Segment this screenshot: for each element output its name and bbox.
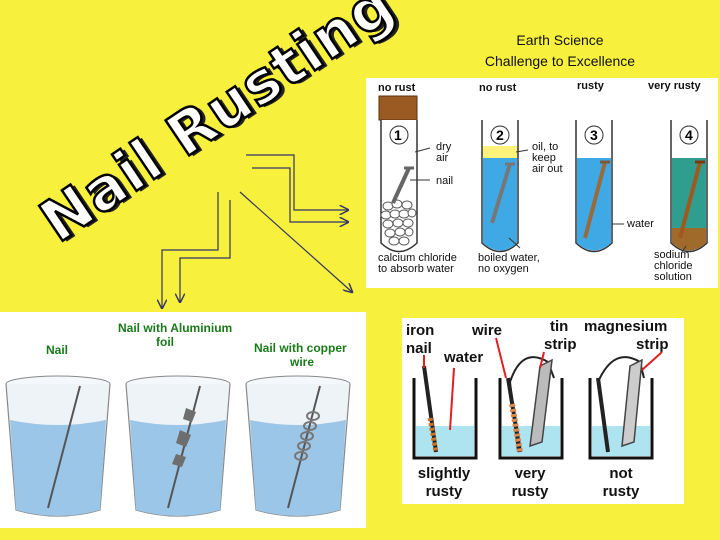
arrow-to-tubes-1	[246, 154, 348, 210]
cup-label-copper-1: Nail with copper	[254, 341, 347, 355]
tube-1-header: no rust	[378, 82, 416, 94]
label-sodium-2: chloride	[654, 260, 693, 272]
nail-3	[583, 161, 607, 239]
label-calcium-1: calcium chloride	[378, 252, 457, 264]
cup-label-nail: Nail	[46, 343, 68, 357]
rust-spots-1	[427, 417, 439, 453]
cup-3-nail	[287, 385, 321, 509]
cup-1-nail	[47, 385, 81, 509]
label-oil-3: air out	[532, 163, 563, 175]
tube-4-header: very rusty	[648, 80, 701, 92]
tube-3: 3	[575, 120, 613, 253]
tube-1-number: 1	[394, 127, 402, 143]
result-3-line-2: rusty	[603, 483, 640, 500]
arrow-to-tubes-2	[252, 167, 348, 222]
cup-2	[125, 375, 231, 517]
tube-4-number: 4	[685, 127, 693, 143]
oil-layer	[483, 146, 517, 158]
test-tubes-diagram: no rust no rust rusty very rusty 1	[378, 80, 708, 283]
label-water-beaker: water	[443, 349, 483, 366]
nail-beaker-3	[596, 377, 610, 453]
test-tubes-panel: no rust no rust rusty very rusty 1	[366, 78, 718, 288]
result-2-line-2: rusty	[512, 483, 549, 500]
cup-label-copper-2: wire	[289, 355, 314, 369]
magnesium-strip	[621, 358, 643, 448]
nail-2	[490, 163, 512, 224]
label-iron: iron	[406, 322, 434, 339]
tube-4: 4	[670, 120, 708, 253]
tube-2: 2	[481, 120, 519, 253]
label-boiled-2: no oxygen	[478, 263, 529, 275]
label-oil-1: oil, to	[532, 141, 558, 153]
tube-2-number: 2	[496, 127, 504, 143]
result-2-line-1: very	[515, 465, 547, 482]
rust-spots-2	[509, 403, 523, 453]
calcium-chloride-pellets	[380, 199, 417, 246]
arrow-to-cups-2	[180, 200, 231, 302]
nail-1	[391, 167, 411, 204]
label-tin: tin	[550, 318, 568, 335]
label-sodium-3: solution	[654, 271, 692, 283]
label-tin-strip: strip	[544, 336, 577, 353]
tube-3-header: rusty	[577, 80, 605, 92]
label-water: water	[626, 218, 654, 230]
label-sodium-1: sodium	[654, 249, 689, 261]
label-dry: dry	[436, 141, 452, 153]
tube-1-circle	[389, 125, 409, 145]
cups-diagram: Nail Nail with Aluminium foil Nail with …	[5, 321, 351, 517]
label-boiled-1: boiled water,	[478, 252, 540, 264]
boiled-water	[483, 158, 517, 251]
label-wire: wire	[471, 322, 502, 339]
tube-3-number: 3	[590, 127, 598, 143]
arrow-to-beakers	[239, 191, 352, 292]
beakers-diagram: iron nail wire water tin strip magnesium…	[406, 318, 669, 500]
arrow-to-cups-1	[162, 192, 219, 308]
cup-label-aluminium-1: Nail with Aluminium	[118, 321, 232, 335]
tin-strip	[529, 358, 553, 448]
label-calcium-2: to absorb water	[378, 263, 454, 275]
result-1-line-2: rusty	[426, 483, 463, 500]
beaker-3	[588, 351, 663, 460]
label-nail-beaker: nail	[406, 340, 432, 357]
cup-label-aluminium-2: foil	[156, 335, 174, 349]
cup-1	[5, 375, 111, 517]
subtitle-line-1: Earth Science	[516, 32, 604, 48]
tube-2-header: no rust	[479, 82, 517, 94]
result-1-line-1: slightly	[418, 465, 471, 482]
label-magnesium-strip: strip	[636, 336, 669, 353]
beakers-panel: iron nail wire water tin strip magnesium…	[402, 318, 684, 504]
aluminium-foil	[172, 408, 196, 467]
cup-2-nail	[167, 385, 201, 509]
cork-stopper	[378, 95, 418, 121]
result-3-line-1: not	[609, 465, 632, 482]
subtitle-line-2: Challenge to Excellence	[484, 53, 636, 69]
label-magnesium: magnesium	[584, 318, 667, 335]
nail-4	[678, 161, 702, 239]
beaker-1	[412, 355, 478, 460]
copper-wire-coil	[294, 411, 320, 461]
label-air: air	[436, 152, 449, 164]
tube-1: 1	[378, 95, 418, 253]
beaker-2	[495, 337, 564, 460]
cups-panel: Nail Nail with Aluminium foil Nail with …	[0, 312, 366, 528]
label-oil-2: keep	[532, 152, 556, 164]
label-nail: nail	[436, 175, 453, 187]
cup-3	[245, 375, 351, 517]
subtitle: Earth Science Challenge to Excellence	[440, 30, 680, 72]
